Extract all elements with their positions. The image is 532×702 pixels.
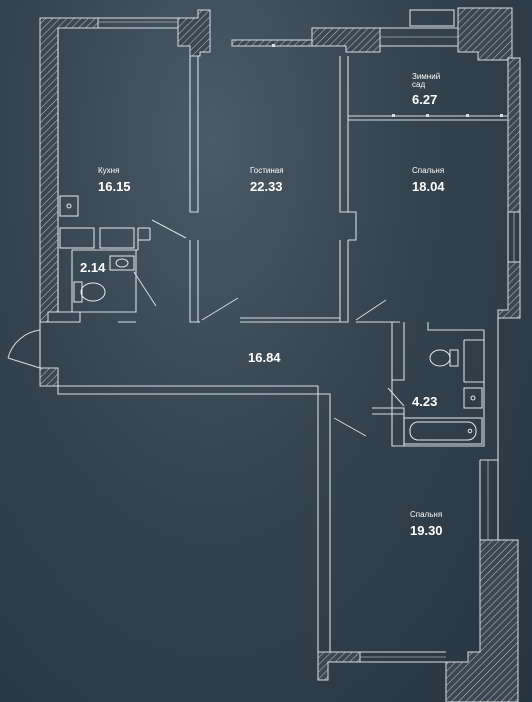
wc-toilet-icon xyxy=(73,281,83,303)
bedroom-2-name: Спальня xyxy=(410,510,443,519)
kitchen-area: 16.15 xyxy=(98,179,131,194)
wc-sink-icon xyxy=(109,255,135,271)
winter-garden-area: 6.27 xyxy=(412,92,438,107)
bathroom-sink-icon xyxy=(463,387,483,409)
bathroom-area: 4.23 xyxy=(412,394,438,409)
bedroom-1-area: 18.04 xyxy=(412,179,445,194)
wall-lines xyxy=(39,17,521,663)
kitchen-counter-icon xyxy=(59,227,95,249)
fixtures xyxy=(59,9,483,445)
living-room-area: 22.33 xyxy=(250,179,283,194)
winter-garden-name-line2: сад xyxy=(412,80,426,89)
hall-area: 16.84 xyxy=(248,350,281,365)
bedroom-1-name: Спальня xyxy=(412,166,445,175)
winter-garden-name-line1: Зимний xyxy=(412,72,441,81)
bathroom-toilet-icon xyxy=(429,349,451,367)
glazing-ticks xyxy=(272,44,503,117)
kitchen-sink-icon xyxy=(59,195,79,217)
door-swings xyxy=(7,219,405,437)
wc-area: 2.14 xyxy=(80,260,106,275)
kitchen-name: Кухня xyxy=(98,166,120,175)
bedroom-2-area: 19.30 xyxy=(410,523,443,538)
living-room-name: Гостиная xyxy=(250,166,284,175)
kitchen-counter-icon xyxy=(99,227,135,249)
balcony-window-icon xyxy=(409,9,455,27)
bathtub-icon xyxy=(403,417,483,445)
